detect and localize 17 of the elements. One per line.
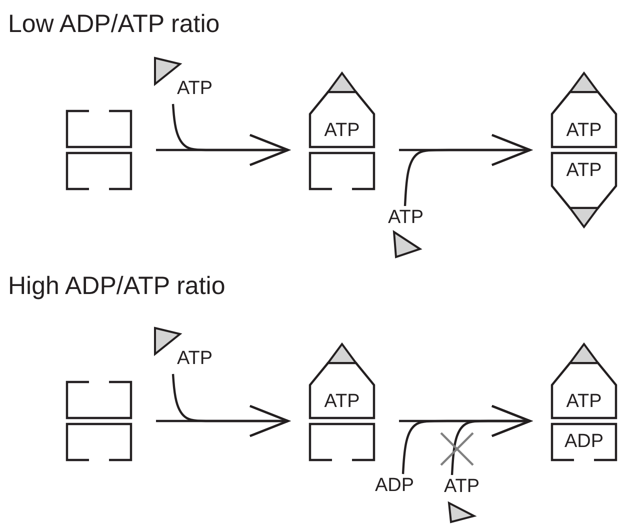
nucleotide-label: ADP bbox=[375, 475, 414, 497]
nucleotide-label: ATP bbox=[388, 207, 424, 229]
arrow bbox=[450, 404, 532, 476]
arrow bbox=[404, 134, 532, 206]
arrow bbox=[172, 374, 290, 438]
nucleotide-label: ATP bbox=[323, 120, 361, 142]
arrow bbox=[172, 104, 290, 166]
nucleotide-label: ATP bbox=[177, 348, 213, 370]
nucleotide-label: ATP bbox=[565, 120, 603, 142]
nucleotide-label: ATP bbox=[565, 160, 603, 182]
nucleotide-label: ADP bbox=[563, 431, 605, 453]
section-heading: High ADP/ATP ratio bbox=[8, 272, 226, 300]
nucleotide-label: ATP bbox=[323, 391, 361, 413]
nucleotide-label: ATP bbox=[444, 476, 480, 498]
nucleotide-label: ATP bbox=[177, 78, 213, 100]
section-heading: Low ADP/ATP ratio bbox=[8, 10, 220, 38]
nucleotide-label: ATP bbox=[565, 391, 603, 413]
